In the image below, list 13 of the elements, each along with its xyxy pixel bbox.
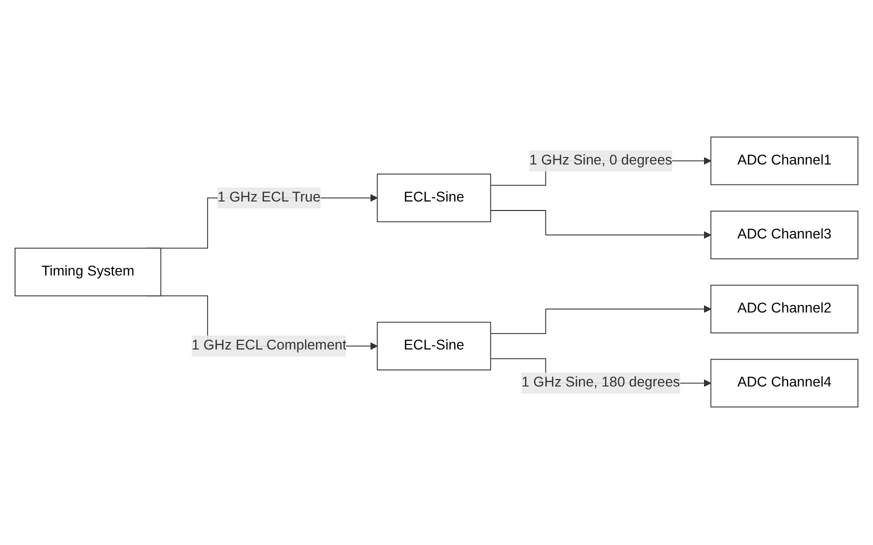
edge-label: 1 GHz Sine, 180 degrees xyxy=(522,376,680,391)
arrow xyxy=(490,306,712,334)
edge-label: 1 GHz ECL Complement xyxy=(192,338,346,354)
arrow xyxy=(490,210,712,240)
node-box: Timing System xyxy=(14,248,162,297)
edge-label: 1 GHz ECL True xyxy=(218,190,321,206)
edge-label: 1 GHz Sine, 0 degrees xyxy=(529,153,672,168)
node-box: ADC Channel2 xyxy=(710,285,858,334)
node-box: ADC Channel1 xyxy=(710,137,858,186)
node-box: ADC Channel4 xyxy=(710,359,858,408)
node-box: ECL-Sine xyxy=(376,174,492,223)
node-box: ADC Channel3 xyxy=(710,211,858,260)
node-box: ECL-Sine xyxy=(376,322,492,371)
